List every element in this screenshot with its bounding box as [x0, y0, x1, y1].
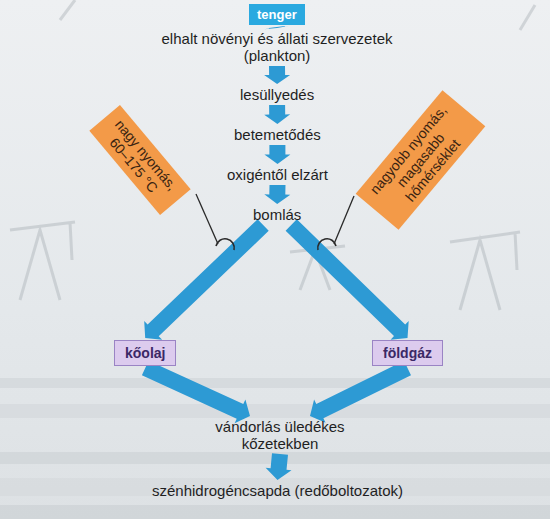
- node-text: lesüllyedés: [240, 86, 314, 103]
- flow-arrow: [264, 26, 290, 29]
- node-text: kőolaj: [125, 345, 165, 361]
- leader-line: [196, 194, 218, 244]
- flow-arrow: [266, 453, 292, 480]
- derrick-lines: [60, 0, 535, 30]
- process-text: bomlás: [249, 206, 305, 223]
- process-text: vándorlás üledékes kőzetekben: [190, 418, 370, 452]
- node-text: földgáz: [383, 345, 432, 361]
- flow-arrow: [264, 145, 290, 164]
- pumpjack: [450, 232, 520, 310]
- marker-arc: [216, 239, 234, 250]
- process-text: oxigéntől elzárt: [223, 166, 332, 183]
- product-box: kőolaj: [114, 340, 176, 366]
- flow-arrow: [264, 66, 290, 84]
- node-text: tenger: [257, 7, 297, 22]
- pipelines: [0, 378, 550, 519]
- flow-arrow: [144, 219, 269, 340]
- leader-line: [334, 196, 354, 244]
- flow-arrow: [286, 219, 409, 339]
- flow-arrow: [310, 361, 411, 423]
- flow-arrow: [264, 185, 290, 204]
- node-text: vándorlás üledékes kőzetekben: [194, 418, 366, 452]
- node-text: elhalt növényi és állati szervezetek (pl…: [131, 30, 423, 64]
- marker-arc: [318, 239, 336, 250]
- sea-box: tenger: [249, 4, 305, 25]
- pumpjack: [10, 222, 75, 300]
- process-text: szénhidrogéncsapda (redőboltozatok): [148, 482, 407, 499]
- node-text: betemetődés: [234, 126, 321, 143]
- product-box: földgáz: [372, 340, 443, 366]
- node-text: szénhidrogéncsapda (redőboltozatok): [152, 482, 403, 499]
- process-text: elhalt növényi és állati szervezetek (pl…: [127, 30, 427, 64]
- pipe: [0, 404, 550, 418]
- pumpjack-silhouettes: [10, 0, 535, 310]
- node-text: bomlás: [253, 206, 301, 223]
- node-text: oxigéntől elzárt: [227, 166, 328, 183]
- pipe: [0, 378, 550, 388]
- flow-arrow: [142, 361, 250, 424]
- process-text: lesüllyedés: [236, 86, 318, 103]
- flow-arrow: [264, 105, 290, 124]
- pipe: [0, 505, 550, 519]
- process-text: betemetődés: [230, 126, 325, 143]
